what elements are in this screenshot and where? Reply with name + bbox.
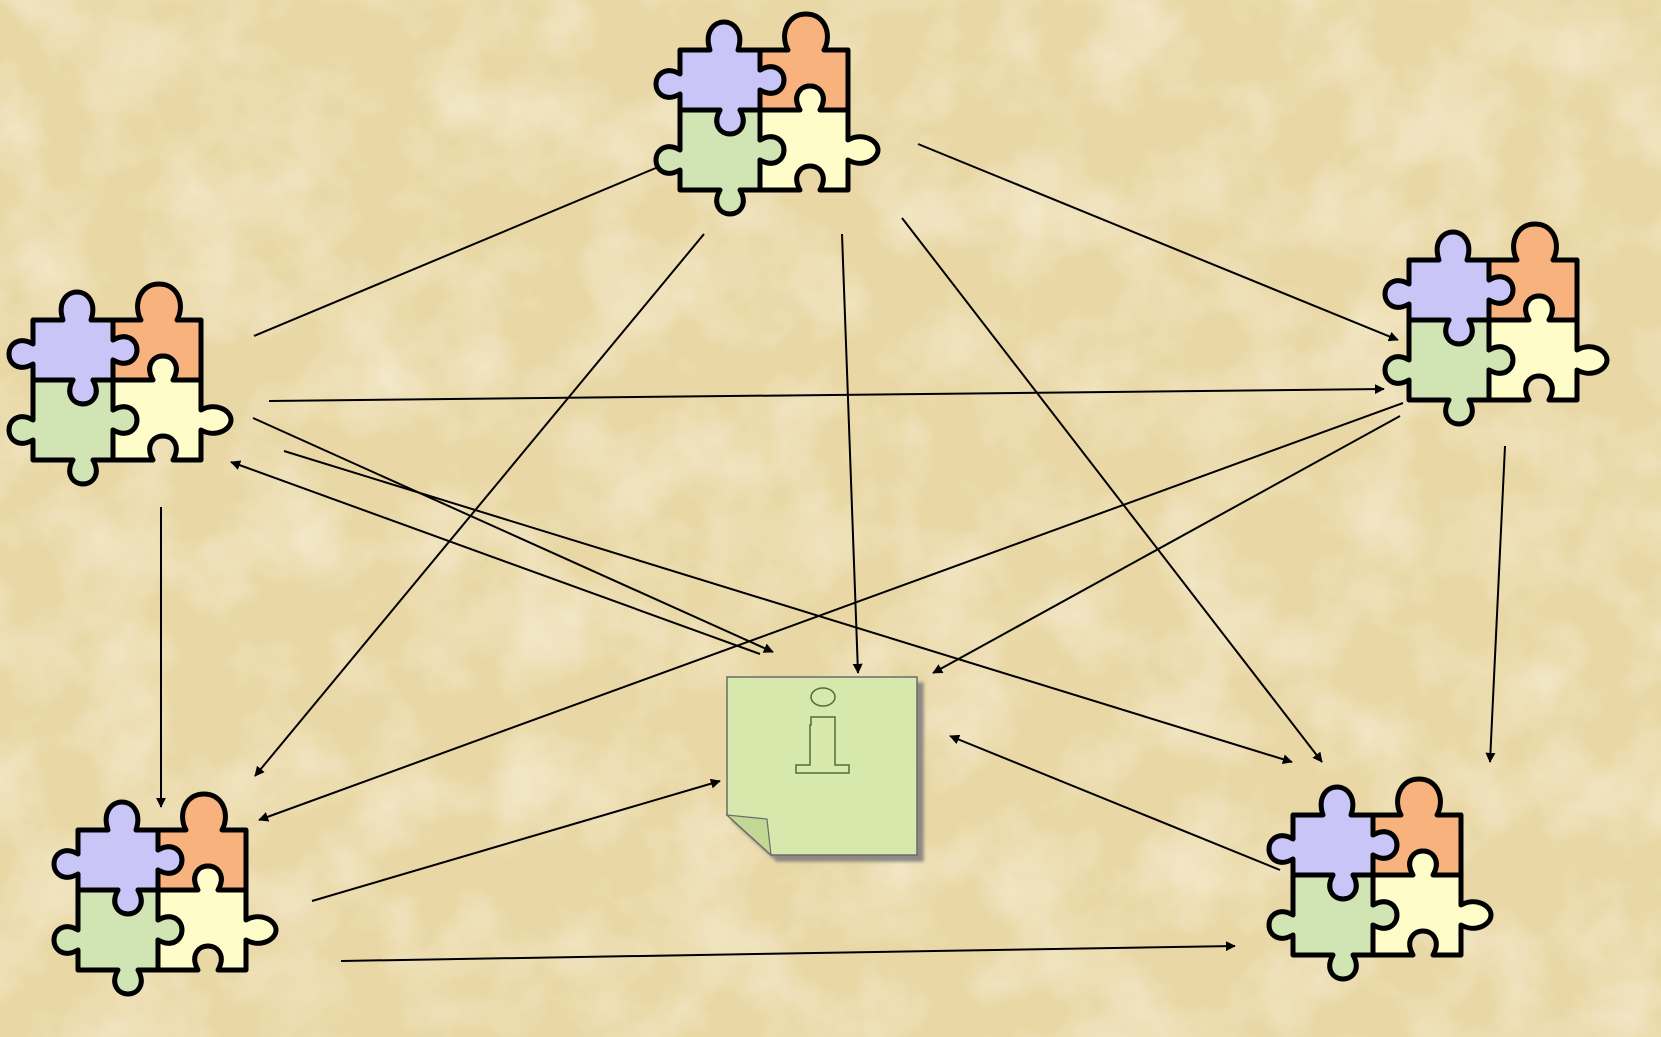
puzzle-icon (51, 791, 279, 997)
arrow-puzzle-left-to-puzzle-bottom-right (283, 450, 1293, 765)
piece-yellow-piece (757, 83, 881, 193)
piece-yellow-piece (1486, 293, 1610, 403)
piece-yellow-piece (110, 353, 234, 463)
arrow-puzzle-bottom-right-to-info (949, 734, 1281, 871)
puzzle-bottom-right-node (1266, 776, 1494, 982)
puzzle-top-node (653, 11, 881, 217)
info-node: i (725, 676, 918, 857)
arrows-layer (156, 143, 1506, 962)
arrow-puzzle-left-to-info (252, 417, 774, 653)
puzzle-icon (6, 281, 234, 487)
info-glyph (795, 687, 850, 774)
piece-yellow-piece (155, 863, 279, 973)
puzzle-bottom-left-node (51, 791, 279, 997)
arrow-info-to-puzzle-left (230, 460, 761, 655)
arrow-puzzle-top-to-info (841, 233, 863, 674)
puzzle-icon (1266, 776, 1494, 982)
puzzle-icon (653, 11, 881, 217)
arrow-puzzle-left-to-puzzle-right (268, 384, 1385, 402)
puzzle-right-node (1382, 221, 1610, 427)
puzzle-left-node (6, 281, 234, 487)
arrow-puzzle-top-to-puzzle-bottom-left (254, 233, 705, 777)
arrow-puzzle-top-to-puzzle-bottom-right (901, 217, 1323, 763)
puzzle-icon (1382, 221, 1610, 427)
arrow-puzzle-left-to-puzzle-top (253, 158, 676, 337)
arrow-puzzle-bottom-left-to-info (311, 778, 721, 902)
piece-yellow-piece (1370, 848, 1494, 958)
arrow-puzzle-right-to-puzzle-bottom-left (258, 402, 1404, 822)
arrow-puzzle-right-to-info (932, 415, 1401, 674)
arrow-puzzle-right-to-puzzle-bottom-right (1485, 445, 1506, 763)
arrow-puzzle-bottom-left-to-puzzle-bottom-right (340, 941, 1236, 962)
arrow-puzzle-top-to-puzzle-right (917, 143, 1399, 342)
info-note-icon (725, 676, 918, 857)
